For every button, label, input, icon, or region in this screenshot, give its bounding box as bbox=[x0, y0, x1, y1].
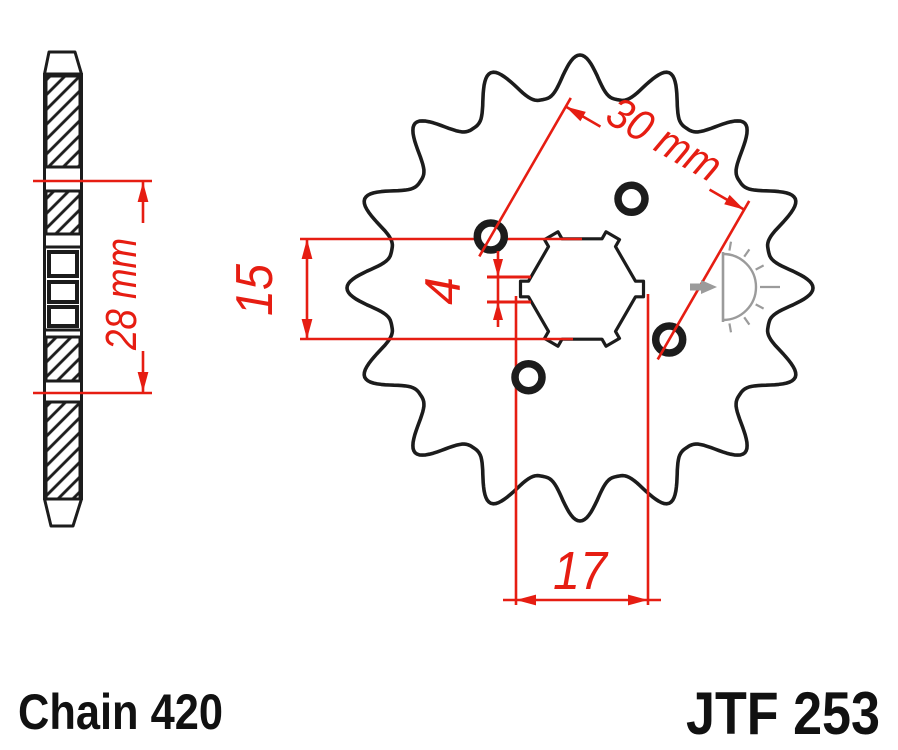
dim-label-spline-depth: 4 bbox=[415, 277, 471, 305]
bolt-holes bbox=[473, 181, 687, 395]
dimension-lines-over bbox=[33, 97, 751, 395]
jt-sun-watermark-icon bbox=[690, 241, 780, 333]
side-view-section bbox=[43, 50, 83, 528]
front-view-sprocket bbox=[345, 53, 815, 523]
dimension-lines-under bbox=[300, 237, 661, 606]
dim-label-across-flats: 15 bbox=[226, 263, 284, 316]
title-labels: Chain 420 JTF 253 bbox=[18, 680, 880, 747]
chain-size-label: Chain 420 bbox=[18, 684, 223, 740]
dim-label-hub-width: 28 mm bbox=[97, 238, 146, 351]
dim-label-bore-width: 17 bbox=[553, 541, 609, 601]
part-number-label: JTF 253 bbox=[686, 680, 880, 747]
